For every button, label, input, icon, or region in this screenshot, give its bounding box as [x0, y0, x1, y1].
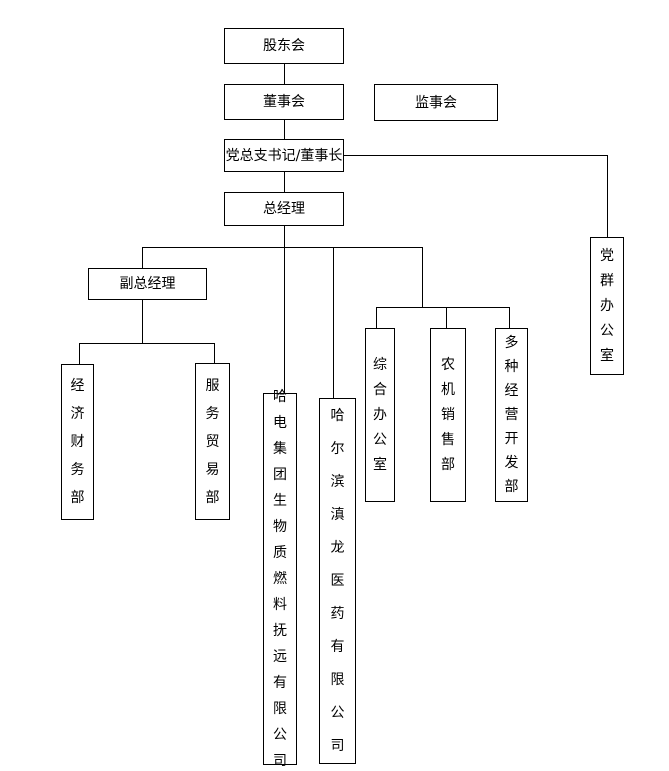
node-label: 监事会 — [415, 94, 457, 111]
org-node-economic-finance-department: 经济财务部 — [61, 364, 94, 520]
org-node-agricultural-machinery-sales-department: 农机销售部 — [430, 328, 466, 502]
org-node-party-branch-secretary-chairman: 党总支书记/董事长 — [224, 139, 344, 172]
node-label: 党群办公室 — [600, 247, 614, 364]
org-node-deputy-general-manager: 副总经理 — [88, 268, 207, 300]
node-label: 农机销售部 — [441, 356, 455, 473]
node-label: 哈电集团生物质燃料抚远有限公司 — [273, 389, 287, 769]
node-label: 服务贸易部 — [205, 377, 220, 506]
node-label: 副总经理 — [119, 276, 176, 292]
org-node-supervisory-board: 监事会 — [374, 84, 498, 121]
node-label: 多种经营开发部 — [504, 335, 519, 495]
org-node-board-of-directors: 董事会 — [224, 84, 344, 120]
node-label: 综合办公室 — [373, 356, 387, 473]
org-node-general-manager: 总经理 — [224, 192, 344, 226]
org-node-party-mass-office: 党群办公室 — [590, 237, 624, 375]
org-node-hadian-group-biomass-fuel-fuyuan-company: 哈电集团生物质燃料抚远有限公司 — [263, 389, 297, 769]
org-node-shareholders-meeting: 股东会 — [224, 28, 344, 64]
node-label: 哈尔滨滇龙医药有限公司 — [330, 407, 345, 754]
node-label: 董事会 — [263, 94, 305, 110]
node-label: 总经理 — [263, 201, 305, 217]
org-node-general-office: 综合办公室 — [365, 328, 395, 502]
org-node-harbin-dianlong-pharmaceutical-company: 哈尔滨滇龙医药有限公司 — [319, 398, 356, 764]
node-label: 经济财务部 — [70, 378, 85, 506]
node-label: 股东会 — [263, 38, 305, 54]
org-node-diversified-operation-development-department: 多种经营开发部 — [495, 328, 528, 502]
org-node-service-trade-department: 服务贸易部 — [195, 363, 230, 520]
node-label: 党总支书记/董事长 — [225, 147, 343, 164]
